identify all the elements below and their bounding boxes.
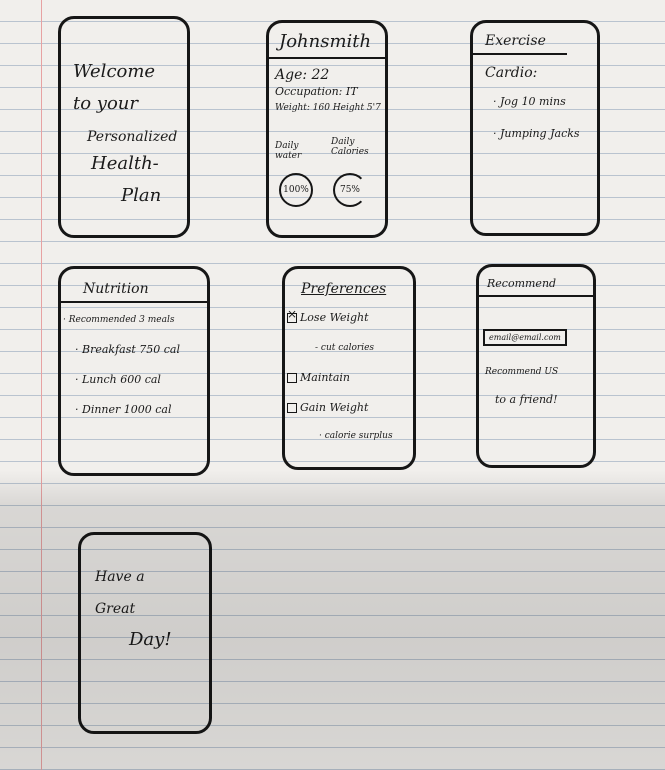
preference-lose-weight[interactable]: Lose Weight — [287, 308, 369, 324]
profile-age: Age: 22 — [275, 67, 330, 83]
exercise-item-1: · Jog 10 mins — [493, 95, 566, 108]
nutrition-title-divider — [61, 301, 207, 303]
nutrition-screen: Nutrition · Recommended 3 meals · Breakf… — [58, 266, 210, 476]
preference-lose-note: - cut calories — [315, 343, 375, 353]
calories-progress-value: 75% — [339, 185, 360, 195]
daily-calories-label: Daily Calories — [331, 137, 369, 157]
preferences-screen: Preferences Lose Weight - cut calories M… — [282, 266, 416, 470]
goodbye-screen: Have a Great Day! — [78, 532, 212, 734]
goodbye-line-1: Have a — [95, 569, 145, 585]
profile-occupation: Occupation: IT — [275, 85, 358, 98]
calories-progress-ring: 75% — [333, 173, 367, 207]
exercise-title-divider — [473, 53, 567, 55]
recommend-line-2: to a friend! — [495, 393, 558, 406]
goodbye-line-3: Day! — [129, 629, 172, 650]
preference-gain-note: · calorie surplus — [319, 431, 393, 441]
exercise-screen: Exercise Cardio: · Jog 10 mins · Jumping… — [470, 20, 600, 236]
exercise-category: Cardio: — [485, 65, 538, 81]
checkbox-icon — [287, 373, 297, 383]
nutrition-item-1: · Recommended 3 meals — [63, 315, 175, 325]
profile-screen: Johnsmith Age: 22 Occupation: IT Weight:… — [266, 20, 388, 238]
nutrition-title: Nutrition — [83, 281, 149, 297]
preference-lose-weight-label: Lose Weight — [300, 311, 369, 324]
checkbox-checked-icon — [287, 308, 297, 323]
welcome-line-4: Health- — [91, 153, 159, 174]
profile-weight: Weight: 160 Height 5'7 — [275, 103, 381, 113]
water-progress-ring: 100% — [279, 173, 313, 207]
checkbox-icon — [287, 403, 297, 413]
email-input[interactable]: email@email.com — [483, 329, 567, 346]
notebook-margin-line — [41, 0, 42, 770]
preference-maintain-label: Maintain — [300, 371, 351, 384]
nutrition-item-4: · Dinner 1000 cal — [75, 403, 172, 416]
daily-water-label: Daily water — [275, 141, 302, 161]
preferences-title: Preferences — [301, 281, 387, 297]
recommend-title-divider — [479, 295, 593, 297]
welcome-screen: Welcome to your Personalized Health- Pla… — [58, 16, 190, 238]
nutrition-item-3: · Lunch 600 cal — [75, 373, 161, 386]
goodbye-line-2: Great — [95, 601, 136, 617]
preference-gain-weight-label: Gain Weight — [300, 401, 369, 414]
welcome-line-2: to your — [73, 93, 138, 114]
profile-name: Johnsmith — [279, 31, 372, 52]
exercise-item-2: · Jumping Jacks — [493, 127, 580, 140]
recommend-line-1: Recommend US — [485, 367, 559, 377]
welcome-line-1: Welcome — [73, 61, 156, 82]
preference-maintain[interactable]: Maintain — [287, 371, 350, 384]
exercise-title: Exercise — [485, 33, 546, 49]
preference-gain-weight[interactable]: Gain Weight — [287, 401, 368, 414]
nutrition-item-2: · Breakfast 750 cal — [75, 343, 180, 356]
recommend-screen: Recommend email@email.com Recommend US t… — [476, 264, 596, 468]
welcome-line-5: Plan — [121, 185, 162, 206]
welcome-line-3: Personalized — [87, 129, 178, 145]
profile-title-divider — [269, 57, 385, 59]
water-progress-value: 100% — [283, 185, 309, 195]
recommend-title: Recommend — [487, 277, 557, 290]
